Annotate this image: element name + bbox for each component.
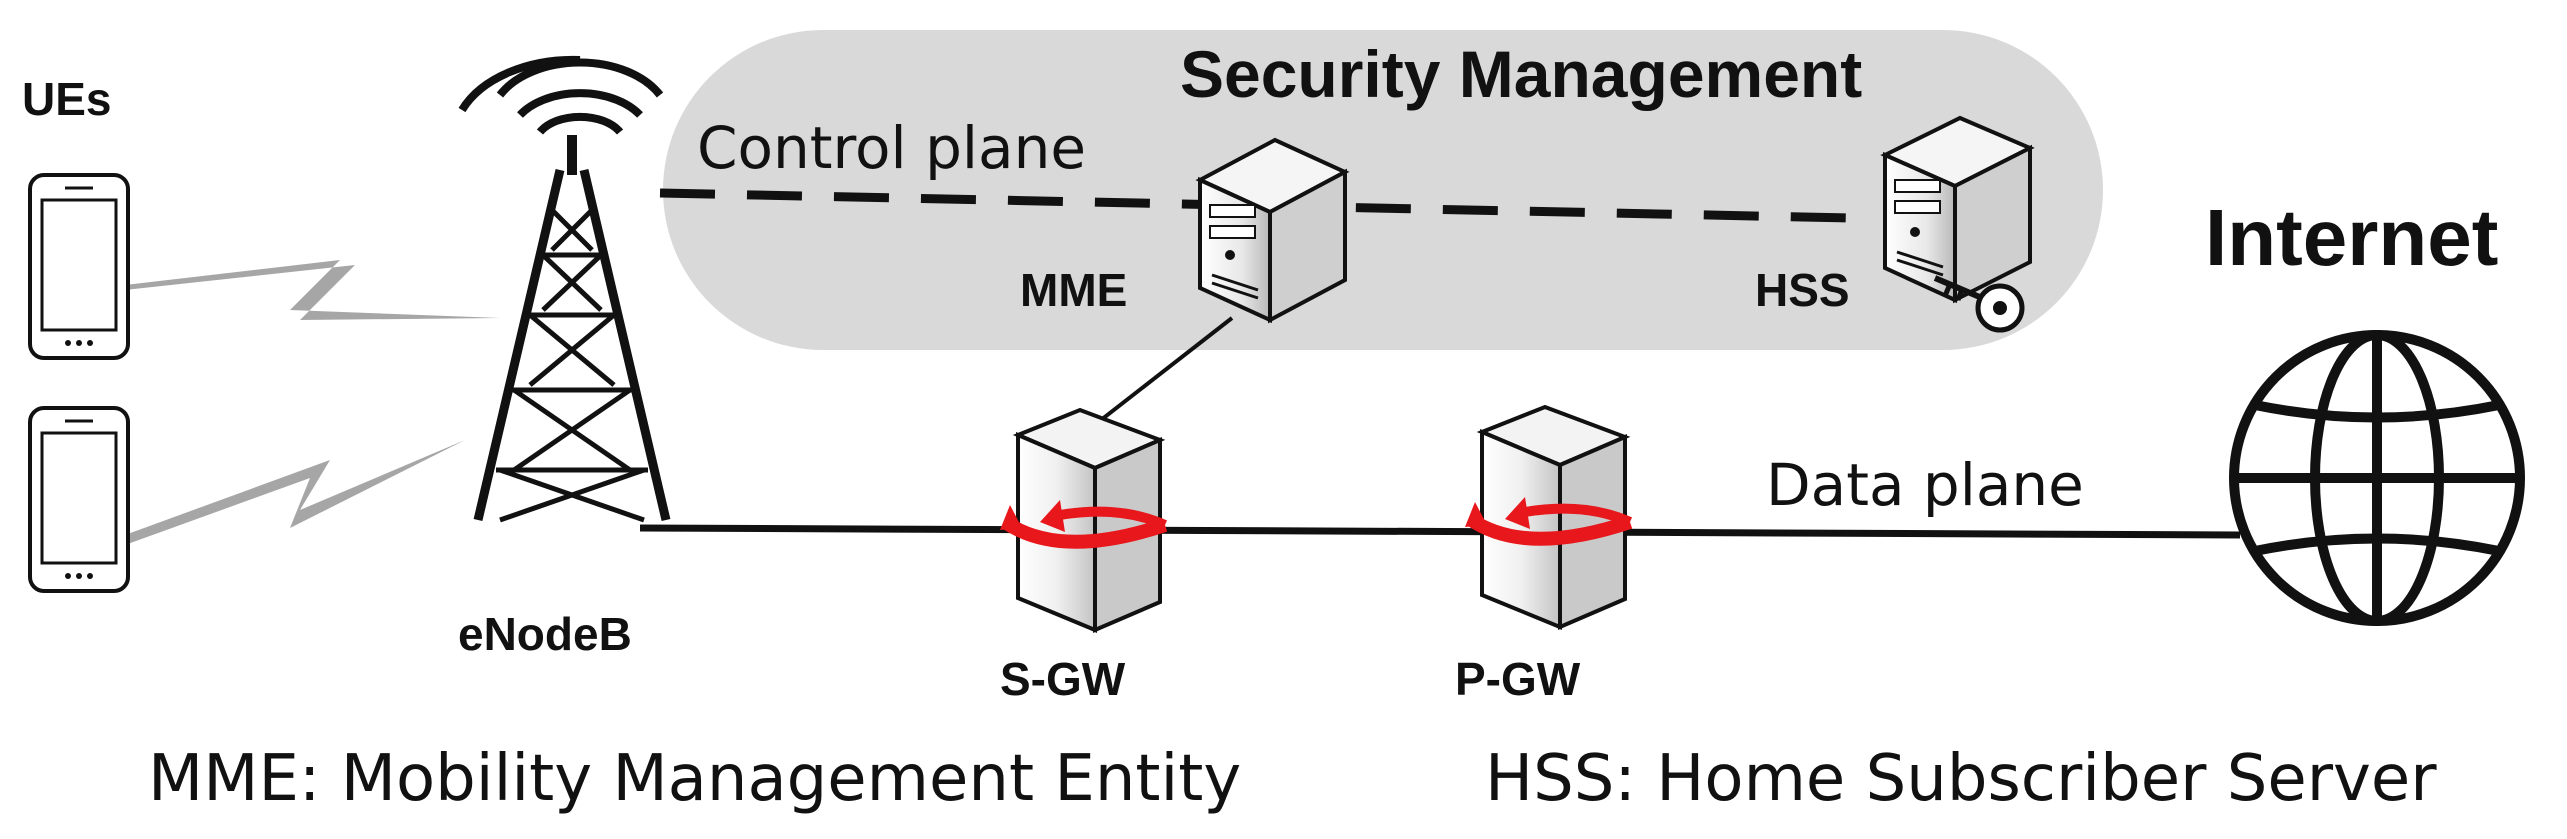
security-management-region [663,30,2103,350]
key-icon [1933,275,2025,333]
globe-icon [2229,330,2525,626]
cell-tower-icon [458,55,671,523]
data-plane-label: Data plane [1766,451,2084,519]
ues-label: UEs [22,73,111,125]
legend-hss: HSS: Home Subscriber Server [1485,742,2437,816]
control-plane-link [659,188,1851,223]
data-plane-link [639,524,2241,539]
mme-label: MME [1020,264,1127,316]
hss-label: HSS [1755,264,1850,316]
internet-label: Internet [2205,193,2498,282]
smartphone-icon [28,406,130,593]
sgw-rotation-arrow-icon [1000,500,1168,549]
legend-mme: MME: Mobility Management Entity [148,742,1241,816]
hss-server-icon [1880,115,2035,304]
smartphone-icon [28,173,130,360]
pgw-rotation-arrow-icon [1465,497,1633,546]
pgw-label: P-GW [1455,653,1581,705]
lightning-icon [125,260,500,320]
sgw-label: S-GW [1000,653,1126,705]
lightning-icon [125,440,465,545]
enodeb-label: eNodeB [458,608,632,660]
security-management-title: Security Management [1180,37,1862,111]
mme-server-icon [1195,137,1350,324]
control-plane-label: Control plane [697,114,1086,182]
